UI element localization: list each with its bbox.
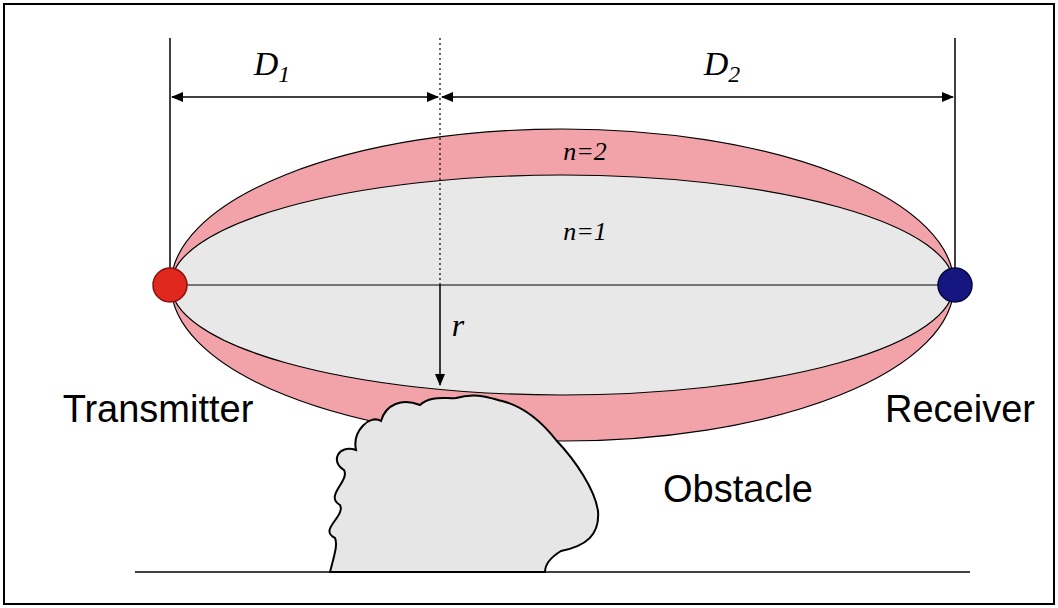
- obstacle-shape: [329, 395, 598, 572]
- midpoint-line: [439, 38, 440, 285]
- receiver-label: Receiver: [885, 389, 1035, 431]
- radius-label: r: [452, 308, 464, 343]
- extension-line: [169, 38, 171, 285]
- zone-number: n=2: [563, 138, 607, 167]
- dimension-label: D1: [254, 45, 290, 82]
- radius-arrow: [439, 285, 441, 385]
- zone-outline: [171, 175, 954, 395]
- zone-outline: [171, 129, 954, 441]
- dimension-label: D2: [704, 45, 740, 82]
- extension-line: [954, 38, 956, 285]
- dimension-arrow: [442, 96, 953, 98]
- zone-number: n=1: [563, 218, 607, 247]
- obstacle-label: Obstacle: [663, 469, 813, 511]
- frame: [4, 4, 1054, 604]
- transmitter-label: Transmitter: [63, 389, 254, 431]
- receiver-dot: [938, 268, 972, 302]
- line-of-sight: [170, 284, 955, 285]
- transmitter-dot: [153, 268, 187, 302]
- dimension-arrow: [172, 96, 438, 98]
- ground-line: [135, 571, 970, 573]
